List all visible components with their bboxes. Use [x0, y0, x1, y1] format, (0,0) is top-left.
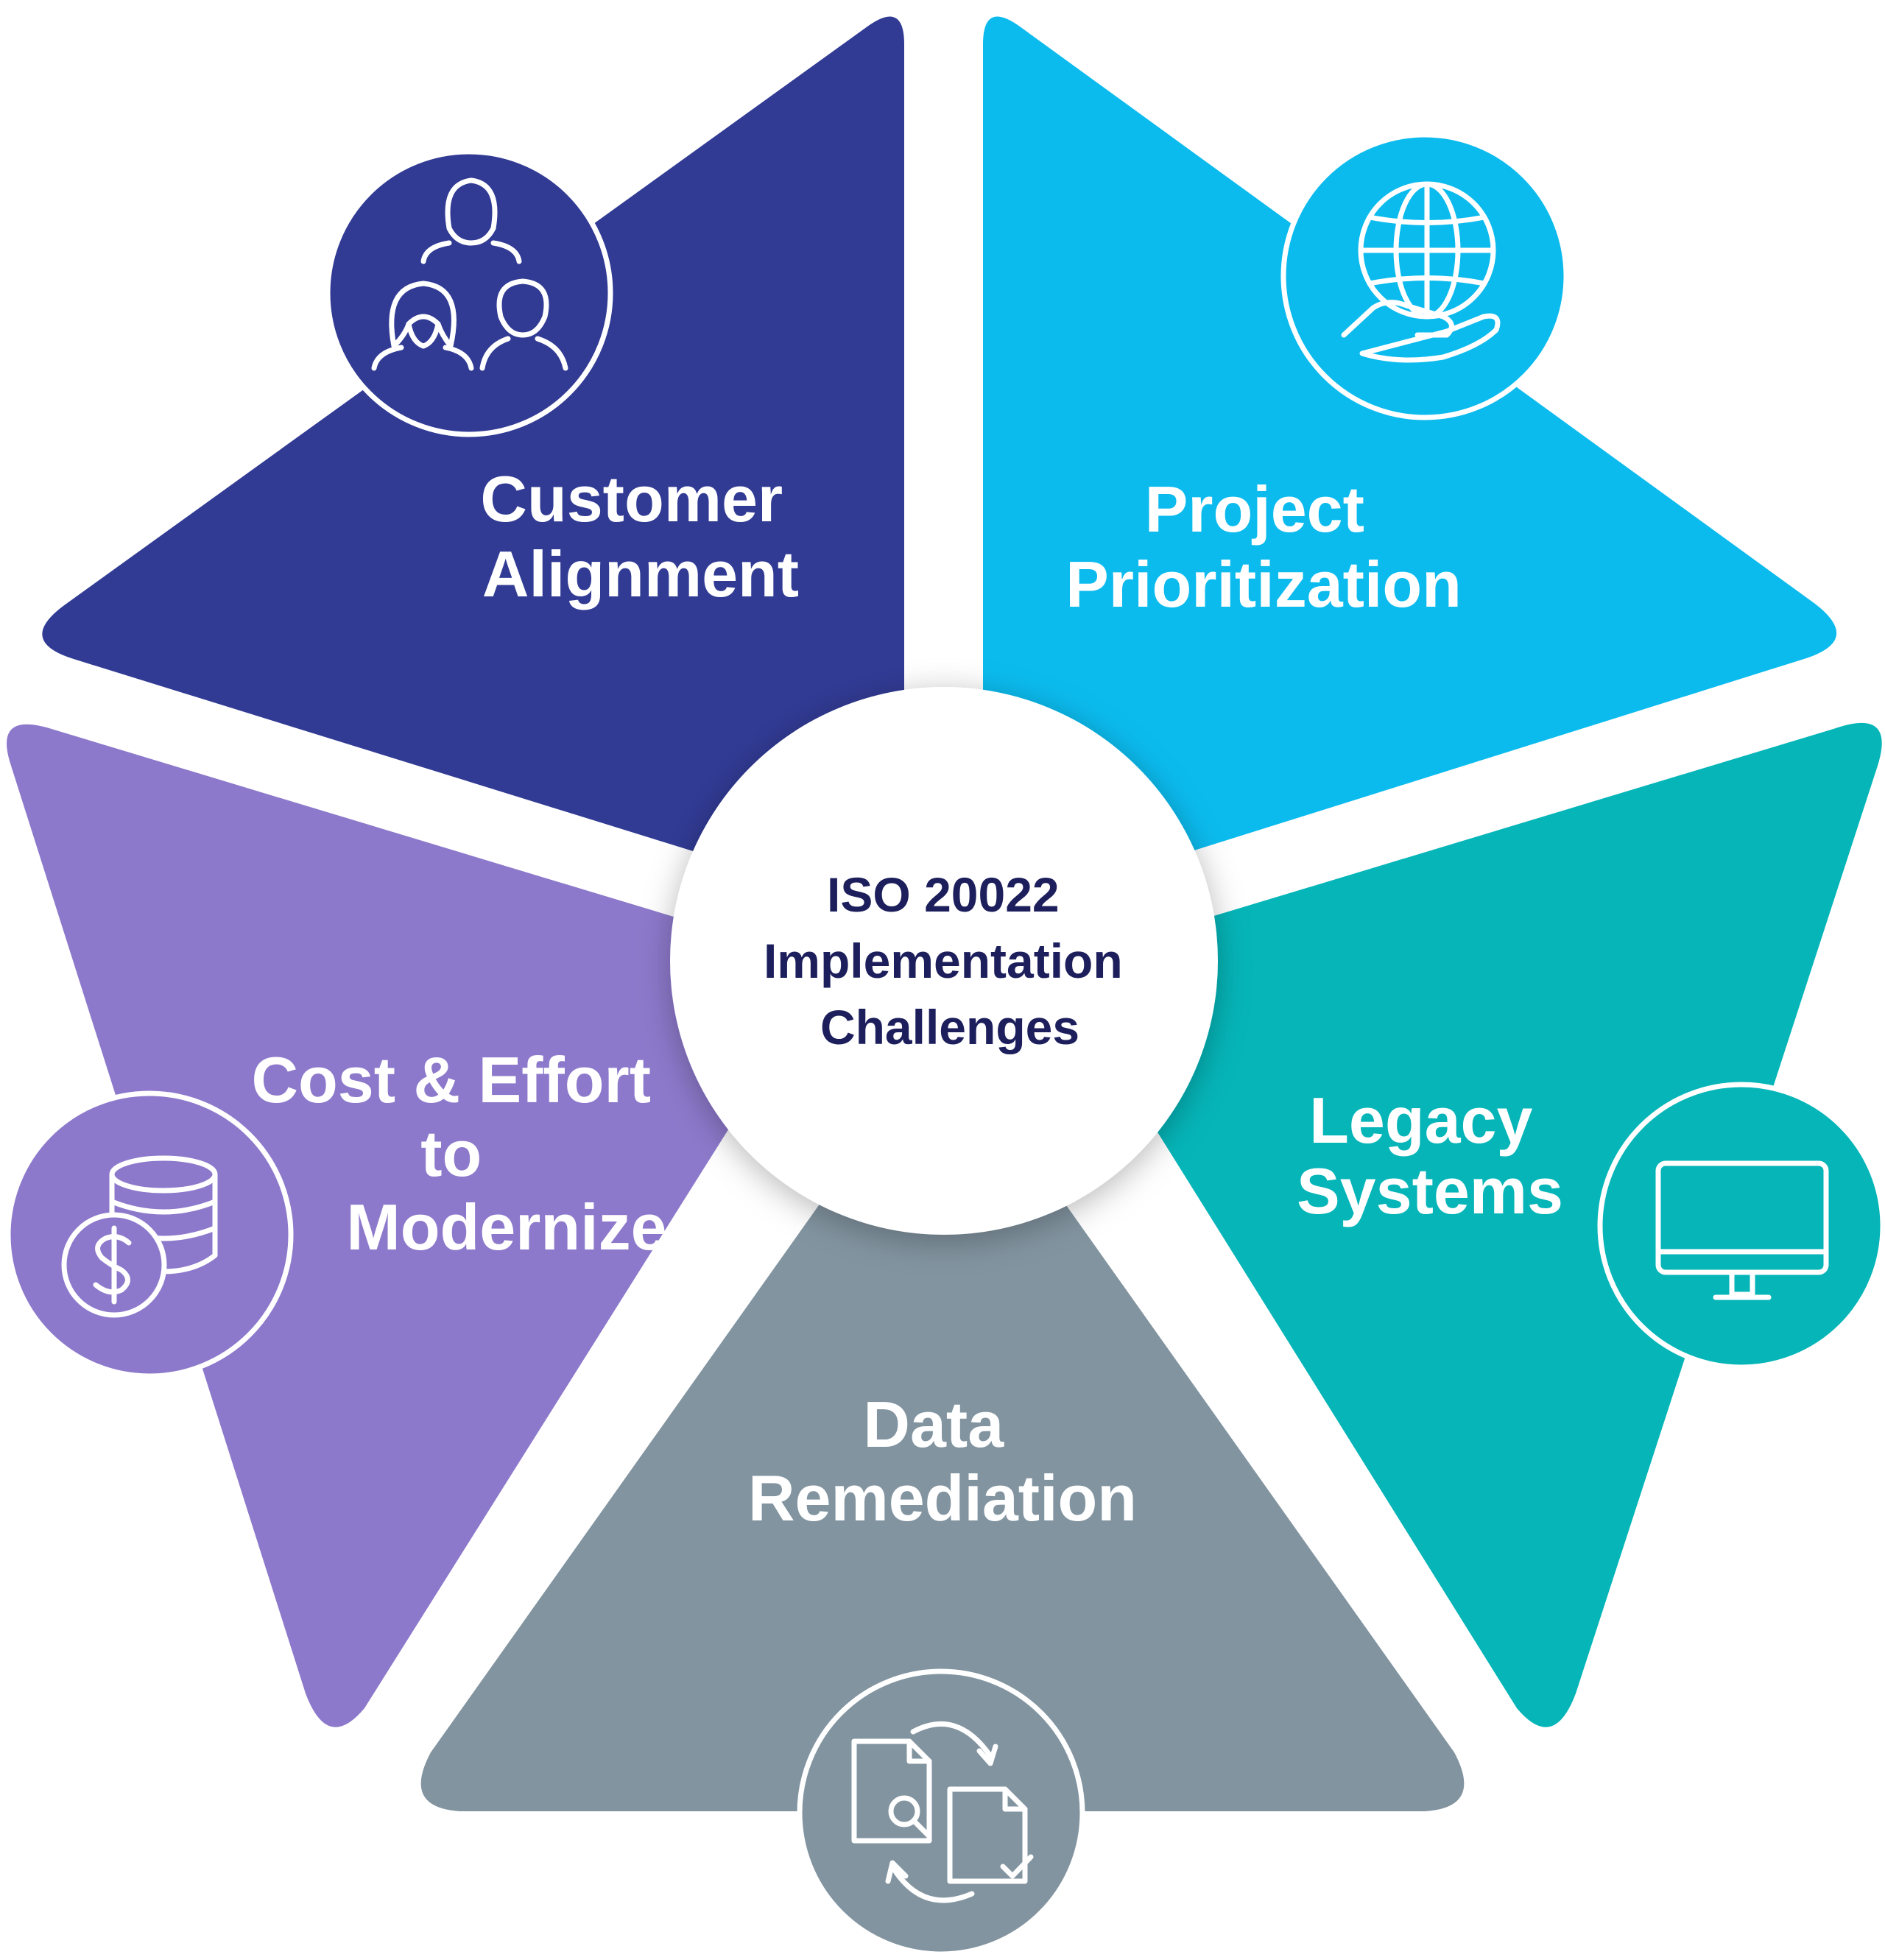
coins-dollar-icon: [61, 1155, 218, 1318]
segment-project-prioritization: Project Prioritization: [983, 16, 1837, 917]
segment-label-data-remediation: Data Remediation: [748, 1388, 1137, 1534]
segment-cost-effort: Cost & Effort to Modernize: [5, 724, 833, 1727]
segment-data-remediation: Data Remediation: [420, 1031, 1465, 1957]
segment-shape-project-prioritization: [983, 16, 1837, 917]
segment-label-project-prioritization: Project Prioritization: [1065, 473, 1462, 621]
icon-badge-legacy-systems: [1597, 1082, 1885, 1370]
segment-label-cost-effort: Cost & Effort to Modernize: [251, 1043, 669, 1263]
document-sync-icon: [851, 1721, 1034, 1903]
segment-shape-legacy-systems: [1053, 722, 1882, 1727]
globe-in-hand-icon: [1341, 181, 1501, 363]
segment-shape-data-remediation: [420, 1031, 1465, 1811]
icon-badge-customer-alignment: [325, 149, 613, 437]
center-hub-circle: [670, 687, 1218, 1235]
center-hub: ISO 20022 Implementation Challenges: [670, 687, 1218, 1235]
segment-shape-customer-alignment: [42, 16, 904, 917]
segment-label-legacy-systems: Legacy Systems: [1297, 1084, 1563, 1227]
people-group-icon: [371, 177, 568, 371]
icon-badge-data-remediation: [797, 1668, 1085, 1957]
segment-legacy-systems: Legacy Systems: [1053, 722, 1885, 1727]
segment-customer-alignment: Customer Alignment: [42, 16, 904, 917]
segment-shape-cost-effort: [7, 724, 833, 1727]
segment-label-customer-alignment: Customer Alignment: [480, 462, 800, 610]
computer-monitor-icon: [1655, 1160, 1829, 1300]
center-hub-title: ISO 20022 Implementation Challenges: [764, 867, 1136, 1054]
